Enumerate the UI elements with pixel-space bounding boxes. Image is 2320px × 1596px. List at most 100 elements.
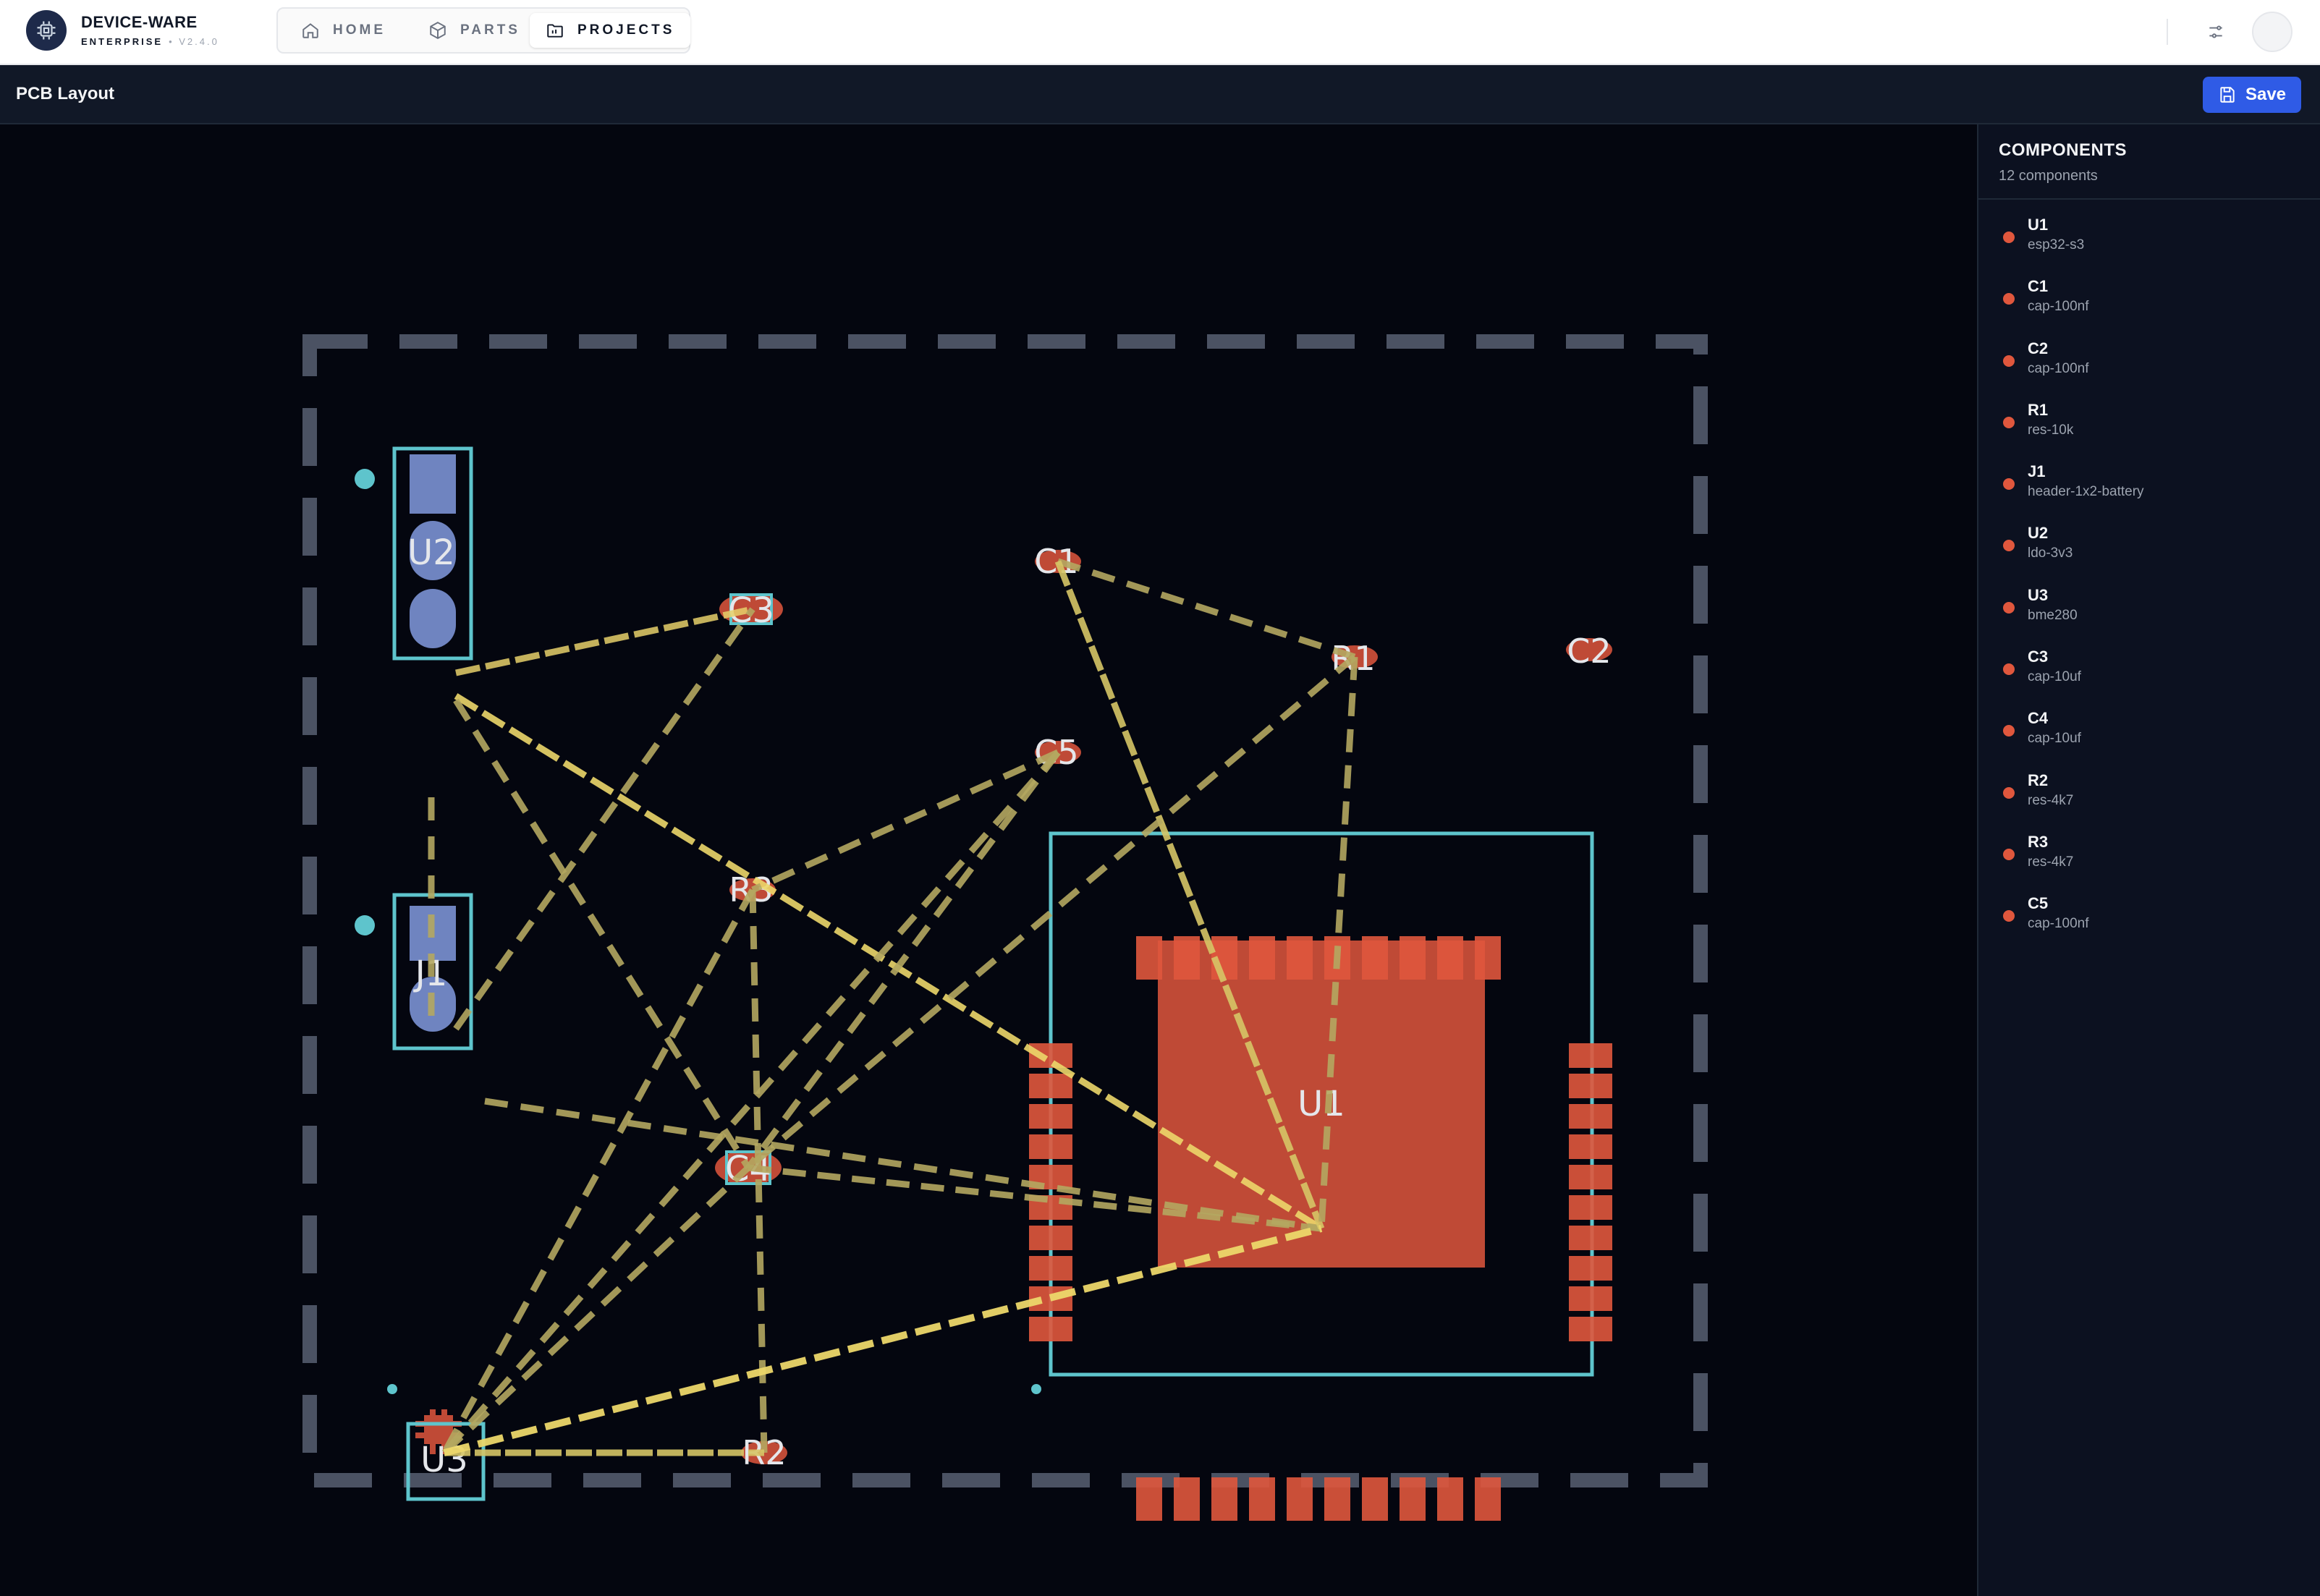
fiducial-marker xyxy=(1031,1384,1041,1394)
u3-courtyard xyxy=(406,1422,486,1501)
component-ref: R2 xyxy=(2028,771,2049,789)
ratsnest-line xyxy=(455,606,753,676)
main-nav: HOME PARTS PROJECTS xyxy=(276,7,691,54)
component-status-dot xyxy=(2003,478,2015,491)
component-part: res-4k7 xyxy=(2028,854,2074,870)
component-part: cap-100nf xyxy=(2028,360,2089,376)
u1-pad xyxy=(1475,1477,1501,1521)
u1-pad xyxy=(1029,1317,1072,1341)
component-status-dot xyxy=(2003,232,2015,243)
home-icon xyxy=(302,23,318,38)
component-part: res-10k xyxy=(2028,422,2074,438)
u1-pad xyxy=(1569,1195,1612,1220)
tab-parts-label: PARTS xyxy=(460,22,520,38)
u1-pad xyxy=(1362,936,1388,980)
u1-pad xyxy=(1029,1226,1072,1250)
u1-pad xyxy=(1569,1104,1612,1129)
tab-parts[interactable]: PARTS xyxy=(412,13,536,48)
component-u1[interactable]: U1 xyxy=(1029,831,1612,1521)
component-ref: C4 xyxy=(2028,709,2049,728)
u2-pad xyxy=(410,589,456,648)
u1-pad xyxy=(1211,1477,1237,1521)
list-item[interactable]: C1 cap-100nf xyxy=(1978,273,2320,334)
component-c2[interactable]: C2 xyxy=(1566,632,1612,671)
u2-pad xyxy=(410,454,456,514)
pcb-canvas[interactable]: U1 U2 J1 U3 xyxy=(0,124,1977,1596)
ratsnest-line xyxy=(745,750,1061,1170)
u2-label: U2 xyxy=(407,532,455,573)
u1-pads xyxy=(1029,936,1612,1521)
u1-pad xyxy=(1569,1074,1612,1098)
ratsnest-line xyxy=(746,654,1357,1171)
ratsnest-lines xyxy=(428,558,1358,1456)
ratsnest-line xyxy=(441,1165,751,1456)
save-button[interactable]: Save xyxy=(2203,77,2301,113)
ratsnest-line xyxy=(453,698,751,1170)
page-header: PCB Layout Save xyxy=(0,65,2320,124)
component-c1[interactable]: C1 xyxy=(1034,542,1081,581)
u1-pad xyxy=(1475,936,1501,980)
settings-sliders-icon[interactable] xyxy=(2203,19,2229,45)
component-j1[interactable]: J1 xyxy=(392,893,473,1050)
save-button-label: Save xyxy=(2245,85,2287,104)
component-part: cap-100nf xyxy=(2028,299,2089,315)
board-outline xyxy=(302,334,1708,1487)
u1-pad xyxy=(1324,1477,1350,1521)
save-icon xyxy=(2220,87,2235,103)
list-item[interactable]: U3 bme280 xyxy=(1978,582,2320,643)
ratsnest-line xyxy=(749,889,768,1453)
u1-pad xyxy=(1287,936,1313,980)
ratsnest-line xyxy=(1057,558,1356,661)
component-status-dot xyxy=(2003,355,2015,367)
u1-pad xyxy=(1400,1477,1426,1521)
c1-label: C1 xyxy=(1034,542,1078,581)
u1-pad xyxy=(1400,936,1426,980)
c2-label: C2 xyxy=(1567,632,1611,671)
u1-pad xyxy=(1136,936,1162,980)
component-ref: C5 xyxy=(2028,894,2049,913)
component-status-dot xyxy=(2003,601,2015,614)
u1-pad xyxy=(1362,1477,1388,1521)
component-ref: U3 xyxy=(2028,585,2049,604)
component-ref: C3 xyxy=(2028,648,2049,666)
component-part: esp32-s3 xyxy=(2028,237,2085,252)
ratsnest-line xyxy=(484,1098,1322,1232)
component-status-dot xyxy=(2003,293,2015,305)
version-text: V2.4.0 xyxy=(179,36,219,47)
u1-pad xyxy=(1287,1477,1313,1521)
component-part: cap-10uf xyxy=(2028,669,2081,685)
c2-pads xyxy=(1566,638,1612,661)
brand-name: DEVICE-WARE xyxy=(81,13,198,31)
u1-pad xyxy=(1569,1165,1612,1189)
list-item[interactable]: R2 res-4k7 xyxy=(1978,767,2320,828)
pcb-board-svg[interactable]: U1 U2 J1 U3 xyxy=(0,124,1977,1596)
component-part: bme280 xyxy=(2028,607,2078,623)
cube-icon xyxy=(430,22,446,39)
tab-projects[interactable]: PROJECTS xyxy=(530,13,691,48)
ratsnest-line xyxy=(453,607,755,1031)
panel-header: COMPONENTS 12 components xyxy=(1978,124,2320,200)
brand-edition: ENTERPRISE• V2.4.0 xyxy=(81,36,219,47)
list-item[interactable]: C3 cap-10uf xyxy=(1978,643,2320,705)
component-ref: C1 xyxy=(2028,277,2049,296)
chip-logo-icon[interactable] xyxy=(26,10,67,51)
tab-home[interactable]: HOME xyxy=(285,13,402,48)
component-part: res-4k7 xyxy=(2028,792,2074,808)
u1-pad xyxy=(1029,1256,1072,1281)
avatar[interactable] xyxy=(2252,12,2293,52)
list-item[interactable]: C5 cap-100nf xyxy=(1978,890,2320,951)
component-part: header-1x2-battery xyxy=(2028,484,2144,500)
u1-pad xyxy=(1569,1134,1612,1159)
component-part: cap-100nf xyxy=(2028,916,2089,932)
component-status-dot xyxy=(2003,540,2015,552)
component-u2[interactable]: U2 xyxy=(392,446,473,661)
u1-pad xyxy=(1029,1074,1072,1098)
